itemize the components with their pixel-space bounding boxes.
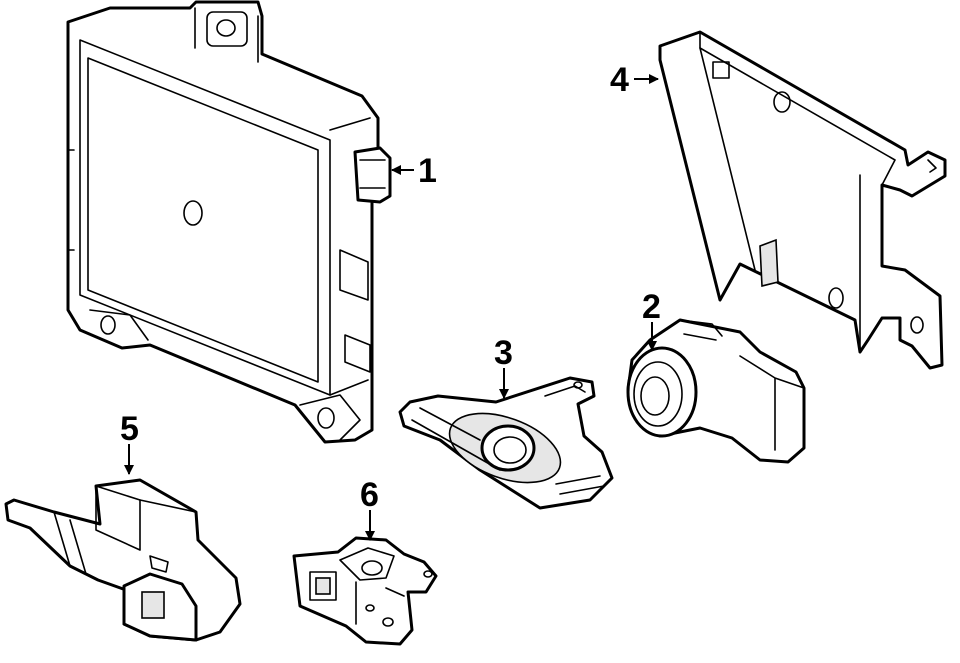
callout-4: 4 (610, 61, 659, 99)
callout-3: 3 (494, 334, 513, 399)
callout-2: 2 (642, 288, 661, 351)
callout-1-label: 1 (418, 152, 437, 190)
mounting-bracket (658, 30, 947, 370)
callout-5: 5 (120, 410, 139, 475)
harness-connector (4, 478, 242, 642)
callout-1: 1 (391, 152, 437, 190)
parking-sensor (626, 318, 806, 464)
control-module (66, 0, 392, 444)
sensor-bracket (292, 536, 438, 646)
callout-2-label: 2 (642, 288, 661, 326)
callout-4-label: 4 (610, 61, 629, 99)
callout-6: 6 (360, 476, 379, 541)
sensor-retainer (398, 376, 614, 510)
callout-3-label: 3 (494, 334, 513, 372)
callout-5-label: 5 (120, 410, 139, 448)
callout-6-label: 6 (360, 476, 379, 514)
